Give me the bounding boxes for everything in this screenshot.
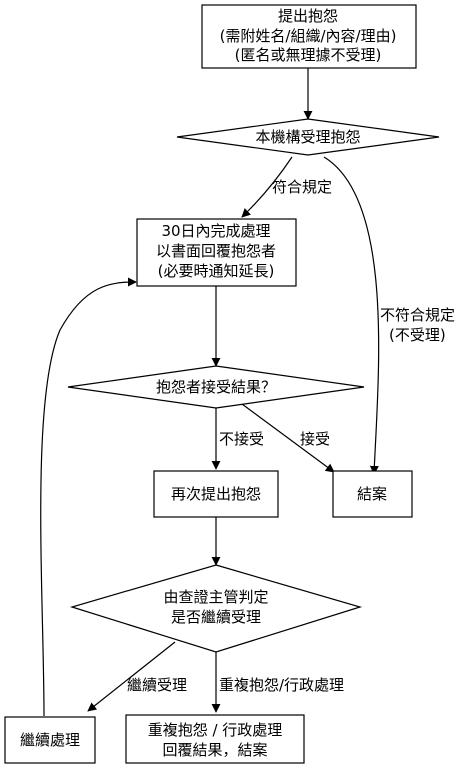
edge-label-duplicate-admin: 重複抱怨/行政處理 — [219, 676, 344, 694]
node-resubmit-label: 再次提出抱怨 — [171, 485, 261, 503]
edge-label-not-meets-rules-2: (不受理) — [389, 326, 446, 344]
node-review-line-1: 由查證主管判定 — [163, 588, 268, 606]
node-respond-line-2: 以書面回覆抱怨者 — [156, 242, 276, 260]
node-review-line-2: 是否繼續受理 — [171, 608, 261, 626]
edge-label-not-accept: 不接受 — [219, 430, 264, 448]
node-duplicate-box — [125, 714, 305, 764]
edge-reject-to-close — [323, 156, 380, 475]
edge-continue-loop-back — [40, 277, 137, 717]
node-submit-line-3: (匿名或無理據不受理) — [235, 46, 382, 64]
edge-satisfied-to-close — [241, 403, 335, 473]
node-respond-line-3: (必要時通知延長) — [158, 262, 275, 280]
node-duplicate-line-2: 回覆結果，結案 — [162, 741, 267, 759]
node-submit-line-1: 提出抱怨 — [278, 7, 338, 25]
node-close-box — [332, 470, 413, 518]
edge-label-meets-rules: 符合規定 — [272, 178, 332, 196]
node-accept-check-diamond — [176, 118, 440, 156]
node-resubmit-box — [153, 470, 279, 518]
node-respond-box — [136, 218, 297, 287]
edge-review-to-continue — [87, 641, 176, 712]
node-submit-box — [201, 4, 417, 69]
edge-label-accept: 接受 — [300, 430, 330, 448]
edge-label-continue-accept: 繼續受理 — [127, 676, 187, 694]
node-continue-label: 繼續處理 — [20, 731, 80, 749]
node-satisfied-label: 抱怨者接受結果？ — [156, 378, 276, 396]
node-close-label: 結案 — [357, 485, 387, 503]
node-accept-check-label: 本機構受理抱怨 — [255, 128, 360, 146]
node-satisfied-diamond — [67, 365, 365, 409]
node-respond-line-1: 30日內完成處理 — [161, 222, 270, 240]
node-continue-box — [4, 716, 96, 764]
edge-label-not-meets-rules-1: 不符合規定 — [380, 306, 455, 324]
node-review-diamond — [69, 564, 363, 653]
node-submit-line-2: (需附姓名/組織/內容/理由) — [220, 27, 397, 45]
edge-accept-to-respond — [241, 156, 293, 218]
node-duplicate-line-1: 重複抱怨 / 行政處理 — [148, 721, 283, 739]
